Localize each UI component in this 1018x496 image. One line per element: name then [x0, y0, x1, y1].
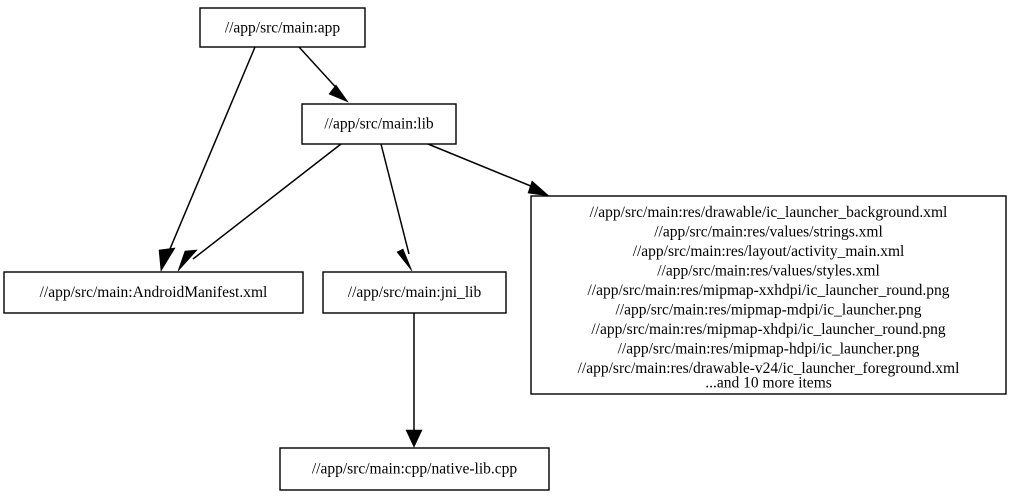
- resources-line-1: //app/src/main:res/values/strings.xml: [654, 224, 883, 241]
- resources-line-5: //app/src/main:res/mipmap-mdpi/ic_launch…: [615, 302, 921, 319]
- node-native-lib[interactable]: //app/src/main:cpp/native-lib.cpp: [279, 447, 550, 491]
- edge-lib-to-resources: [427, 143, 550, 197]
- node-native-lib-label: //app/src/main:cpp/native-lib.cpp: [312, 461, 518, 478]
- edge-jni-lib-to-native-lib: [405, 313, 423, 448]
- resources-line-8: //app/src/main:res/drawable-v24/ic_launc…: [578, 360, 960, 377]
- edge-app-to-lib: [298, 46, 349, 103]
- resources-line-0: //app/src/main:res/drawable/ic_launcher_…: [590, 204, 948, 221]
- node-android-manifest[interactable]: //app/src/main:AndroidManifest.xml: [3, 271, 304, 314]
- node-lib-label: //app/src/main:lib: [324, 116, 434, 133]
- resources-line-3: //app/src/main:res/values/styles.xml: [657, 263, 880, 280]
- node-app[interactable]: //app/src/main:app: [199, 7, 366, 48]
- edge-lib-to-jni-lib: [380, 143, 413, 272]
- resources-line-6: //app/src/main:res/mipmap-xhdpi/ic_launc…: [591, 321, 946, 338]
- node-jni-lib[interactable]: //app/src/main:jni_lib: [322, 271, 507, 314]
- resources-line-2: //app/src/main:res/layout/activity_main.…: [633, 243, 905, 260]
- resources-line-9: ...and 10 more items: [705, 375, 832, 392]
- node-jni-lib-label: //app/src/main:jni_lib: [348, 284, 482, 301]
- resources-line-7: //app/src/main:res/mipmap-hdpi/ic_launch…: [618, 341, 920, 358]
- edge-app-to-manifest: [158, 46, 256, 272]
- node-lib[interactable]: //app/src/main:lib: [301, 103, 457, 145]
- resources-line-4: //app/src/main:res/mipmap-xxhdpi/ic_laun…: [587, 282, 949, 299]
- node-resources[interactable]: //app/src/main:res/drawable/ic_launcher_…: [530, 195, 1007, 395]
- node-android-manifest-label: //app/src/main:AndroidManifest.xml: [40, 284, 268, 301]
- node-app-label: //app/src/main:app: [225, 20, 341, 37]
- edge-lib-to-manifest: [177, 143, 342, 272]
